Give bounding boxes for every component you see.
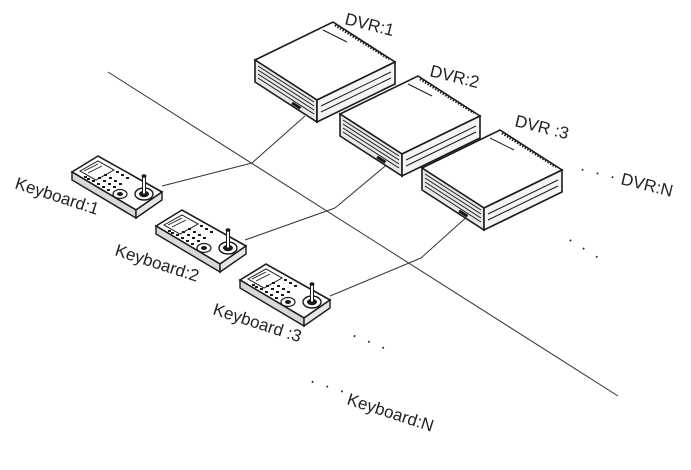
keyboard-ellipsis-below: . . .: [351, 322, 394, 354]
dvr-1-link: [251, 115, 306, 164]
dvr-3-link: [420, 213, 471, 259]
keyboard-1-link: [161, 162, 253, 187]
keyboard-n-label: Keyboard:N: [345, 390, 436, 436]
dvr-2-link: [334, 161, 391, 209]
dvr-bus-line: [107, 71, 619, 397]
keyboard-ellipsis-inline: . . .: [309, 368, 352, 398]
keyboard-3-link: [329, 257, 422, 297]
dvr-ellipsis-inline: . . .: [579, 155, 621, 183]
keyboard-2-link: [244, 207, 336, 241]
dvr-ellipsis-below: . . .: [566, 227, 609, 264]
dvr-3-label: DVR :3: [513, 111, 571, 143]
dvr-n-label: DVR:N: [619, 169, 675, 200]
